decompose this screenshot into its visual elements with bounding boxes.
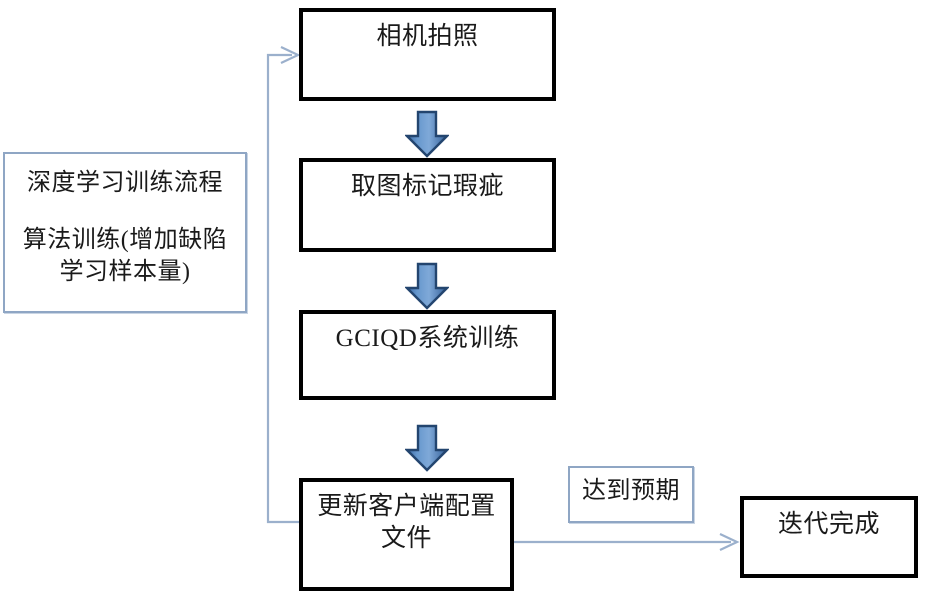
node-system-train[interactable]: GCIQD系统训练 xyxy=(299,310,556,400)
node-iteration-done[interactable]: 迭代完成 xyxy=(740,496,918,578)
block-arrow-capture-to-mark xyxy=(405,110,449,158)
node-iteration-done-label: 迭代完成 xyxy=(777,511,880,538)
node-mark-defects[interactable]: 取图标记瑕疵 xyxy=(299,158,556,252)
edge-update-back-to-capture xyxy=(266,46,301,524)
note-condition-expected-label: 达到预期 xyxy=(582,478,680,504)
node-update-config[interactable]: 更新客户端配置 文件 xyxy=(299,478,514,591)
node-capture-label: 相机拍照 xyxy=(376,23,479,50)
node-update-config-label: 更新客户端配置 文件 xyxy=(317,493,496,552)
note-training-overview-title: 深度学习训练流程 xyxy=(27,170,223,196)
note-training-overview-body: 算法训练(增加缺陷 学习样本量) xyxy=(22,227,228,285)
node-mark-defects-label: 取图标记瑕疵 xyxy=(350,173,504,200)
node-system-train-label: GCIQD系统训练 xyxy=(335,325,520,352)
edge-update-to-done xyxy=(514,533,740,551)
note-condition-expected[interactable]: 达到预期 xyxy=(568,466,694,523)
block-arrow-train-to-update xyxy=(405,424,449,472)
note-training-overview[interactable]: 深度学习训练流程 算法训练(增加缺陷 学习样本量) xyxy=(3,152,247,313)
block-arrow-mark-to-train xyxy=(405,262,449,310)
node-capture[interactable]: 相机拍照 xyxy=(299,8,556,101)
